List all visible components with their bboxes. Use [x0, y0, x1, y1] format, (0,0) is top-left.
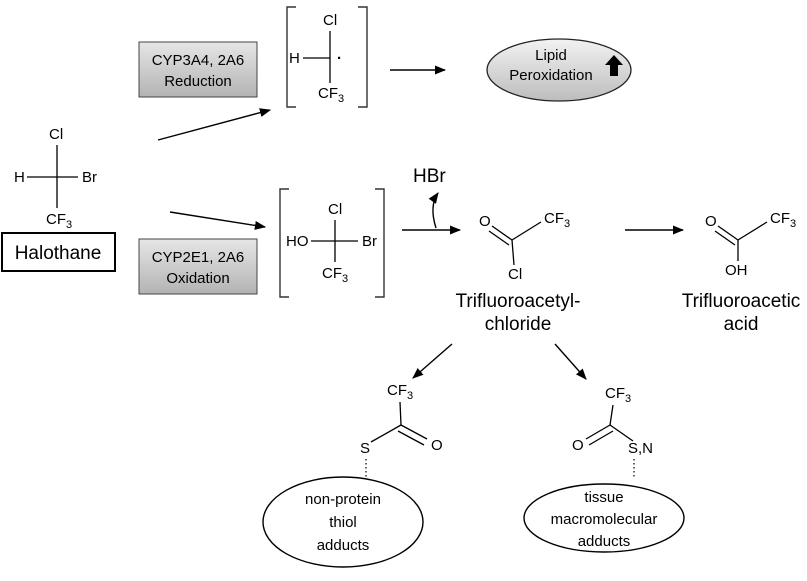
oxidation-enzyme-label: CYP2E1, 2A6	[152, 249, 245, 266]
halothane-cf3-atom: CF3	[46, 211, 72, 231]
halothane-h-atom: H	[14, 169, 25, 186]
radical-cf3-atom: CF3	[318, 85, 344, 105]
reduction-type-label: Reduction	[164, 73, 232, 90]
thiol-adduct-ellipse	[262, 476, 424, 568]
macro-adduct-label-1: tissue	[584, 489, 623, 506]
radical-cl-atom: Cl	[323, 12, 337, 29]
reduction-enzyme-label: CYP3A4, 2A6	[152, 52, 245, 69]
oxidation-enzyme-box	[138, 238, 258, 295]
macromolecular-adduct-ellipse	[523, 483, 685, 553]
oxidation-right-bracket	[375, 188, 385, 298]
tfa-acid-co-bond-2	[714, 230, 736, 246]
tfa-acid-oh-atom: OH	[725, 262, 748, 279]
lipid-peroxidation-label-1: Lipid	[535, 47, 567, 64]
oxidation-ho-atom: HO	[286, 233, 309, 250]
macro-cf3-atom: CF3	[605, 385, 631, 405]
macro-adduct-label-2: macromolecular	[551, 511, 658, 528]
hbr-label: HBr	[413, 166, 446, 187]
macro-co-bond-2	[588, 430, 614, 446]
macro-cs-bond	[609, 424, 634, 442]
hbr-release-arrow	[428, 192, 439, 229]
oxidation-intermediate: Cl HO Br CF3	[279, 188, 385, 298]
trifluoroacetic-acid-structure: O CF3 OH	[705, 210, 796, 279]
macro-co-bond-1	[585, 424, 611, 440]
tfa-acid-o-atom: O	[705, 213, 717, 230]
oxidation-cf3-atom: CF3	[322, 265, 348, 285]
tfa-chloride-cl-atom: Cl	[508, 266, 522, 283]
macro-adduct-label-3: adducts	[578, 533, 631, 550]
radical-dot: ·	[337, 50, 342, 67]
tfa-chloride-co-bond-1	[491, 225, 513, 241]
thiol-cf3-atom: CF3	[387, 382, 413, 402]
radical-right-bracket	[358, 6, 368, 108]
macromolecular-adduct-structure: CF3 O S,N	[572, 385, 653, 478]
tfa-chloride-name-1: Trifluoroacetyl-	[456, 291, 581, 312]
tfa-chloride-o-atom: O	[479, 213, 491, 230]
tfa-chloride-ccl-bond	[511, 239, 515, 266]
thiol-co-bond-2	[397, 430, 425, 446]
thiol-o-atom: O	[431, 437, 443, 454]
up-arrow-icon	[605, 55, 623, 76]
trifluoroacetyl-chloride-structure: O CF3 Cl	[479, 210, 570, 283]
oxidation-cl-atom: Cl	[328, 201, 342, 218]
reduction-enzyme-box	[138, 41, 258, 98]
macro-o-atom: O	[572, 437, 584, 454]
halothane-label: Halothane	[15, 243, 102, 264]
tfa-acid-co-bond-1	[717, 225, 739, 241]
tfa-chloride-name-2: chloride	[485, 314, 552, 335]
tfa-acid-name-1: Trifluoroacetic	[682, 291, 801, 312]
tfa-acid-ccf3-bond	[737, 221, 768, 241]
thiol-co-bond-1	[400, 424, 428, 440]
oxidation-left-bracket	[279, 188, 289, 298]
macro-ccf3-bond	[609, 404, 614, 426]
lipid-peroxidation-ellipse	[486, 38, 632, 102]
thiol-adduct-label-3: adducts	[317, 537, 370, 554]
reduction-arrow	[157, 108, 272, 141]
thiol-ccf3-bond	[399, 401, 402, 426]
halothane-br-atom: Br	[82, 169, 97, 186]
tfa-chloride-ccf3-bond	[511, 221, 542, 241]
thiol-adduct-structure: CF3 S O	[360, 382, 443, 478]
thiol-adduct-label-1: non-protein	[305, 491, 381, 508]
thiol-s-atom: S	[360, 440, 370, 457]
chloride-to-macromolecular-arrow	[554, 343, 587, 380]
oxidation-type-label: Oxidation	[166, 270, 229, 287]
halothane-label-box	[1, 232, 116, 272]
macro-sn-atom: S,N	[628, 440, 653, 457]
thiol-cs-bond	[370, 424, 402, 443]
thiol-adduct-label-2: thiol	[329, 514, 357, 531]
tfa-chloride-co-bond-2	[488, 230, 510, 246]
radical-h-atom: H	[289, 50, 300, 67]
lipid-peroxidation-label-2: Peroxidation	[509, 67, 592, 84]
tfa-acid-cf3-atom: CF3	[770, 210, 796, 230]
tfa-acid-name-2: acid	[724, 314, 759, 335]
radical-intermediate: Cl H · CF3	[286, 6, 368, 108]
oxidation-arrow	[169, 211, 267, 230]
radical-left-bracket	[286, 6, 296, 108]
chloride-to-thiol-arrow	[412, 343, 453, 379]
halothane-cl-atom: Cl	[49, 126, 63, 143]
tfa-chloride-cf3-atom: CF3	[544, 210, 570, 230]
halothane-structure: Cl H Br CF3	[14, 126, 97, 231]
oxidation-br-atom: Br	[362, 233, 377, 250]
